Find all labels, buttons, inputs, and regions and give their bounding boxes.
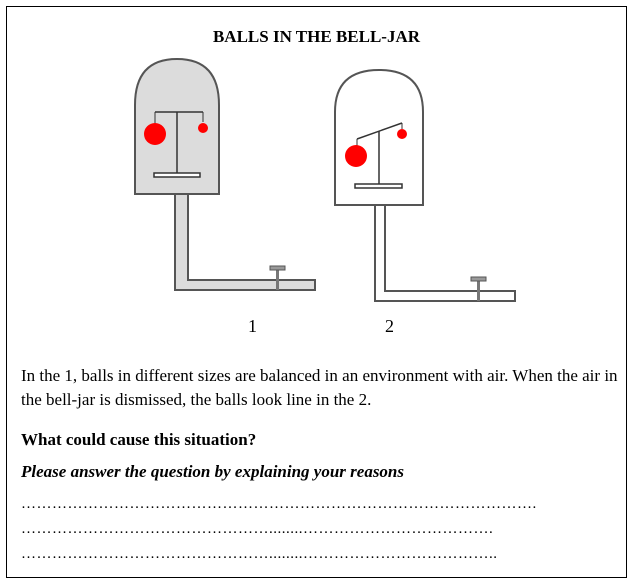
question-text: What could cause this situation?	[21, 430, 257, 449]
description-paragraph: In the 1, balls in different sizes are b…	[21, 366, 618, 409]
instruction-text: Please answer the question by explaining…	[21, 462, 405, 481]
jar-2-label: 2	[385, 316, 394, 336]
worksheet-frame: BALLS IN THE BELL-JAR	[6, 6, 627, 578]
jar-2-valve-handle	[470, 276, 487, 282]
bell-jar-2	[334, 68, 516, 302]
jar-1-pipe	[174, 193, 316, 291]
jar-1-base-plate	[153, 172, 201, 178]
bell-jar-1	[134, 57, 316, 291]
jar-2-valve-stem	[477, 280, 480, 301]
jar-2-small-ball	[397, 129, 407, 139]
worksheet-title: BALLS IN THE BELL-JAR	[212, 27, 421, 46]
jar-1-small-ball	[198, 123, 208, 133]
answer-line-2[interactable]: …………………………………………........……………………………….	[21, 521, 494, 537]
jar-1-label: 1	[248, 316, 257, 336]
jar-1-valve-stem	[276, 269, 279, 290]
bell-jar-diagram	[134, 57, 516, 302]
jar-2-big-ball	[345, 145, 367, 167]
jar-1-big-ball	[144, 123, 166, 145]
jar-2-beam-tilted	[356, 122, 403, 140]
answer-line-3[interactable]: …………………………………………........………………………………..	[21, 546, 498, 562]
jar-2-pipe	[374, 204, 516, 302]
jar-1-valve-handle	[269, 265, 286, 271]
jar-2-base-plate	[354, 183, 403, 189]
answer-line-1[interactable]: ……………………………………………………………………………………….	[21, 496, 537, 512]
